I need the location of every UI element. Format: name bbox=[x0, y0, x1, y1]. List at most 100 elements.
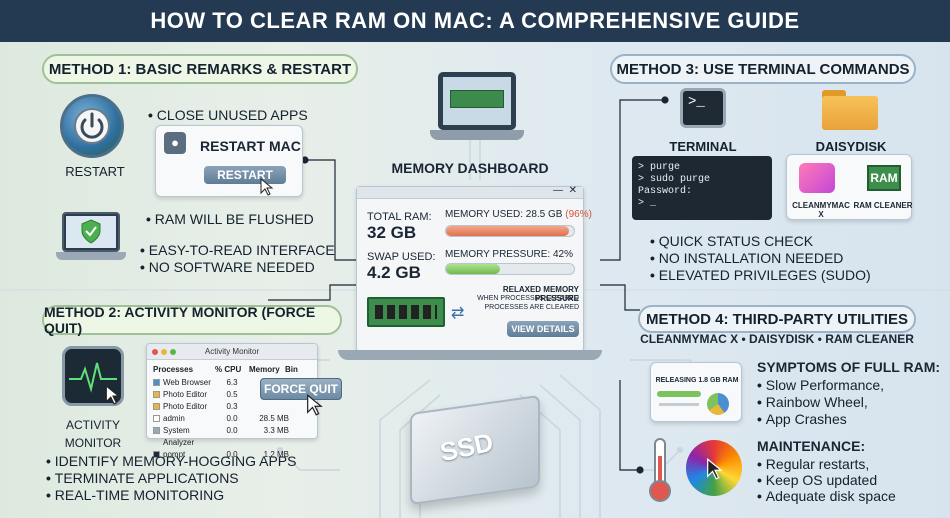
process-cpu: 6.3 bbox=[226, 378, 238, 387]
m2-bullet-1: Identify memory-hogging apps bbox=[46, 452, 326, 470]
apple-icon: ● bbox=[164, 132, 186, 154]
m3-bullet-1: Quick status check bbox=[650, 232, 910, 250]
utilities-card: RAM CleanMyMac X RAM Cleaner bbox=[786, 154, 913, 220]
cleanmymac-label: CleanMyMac X bbox=[792, 201, 850, 219]
close-icon[interactable]: ✕ bbox=[568, 185, 577, 196]
terminal-line: > _ bbox=[638, 198, 657, 209]
terminal-label: Terminal bbox=[669, 139, 737, 154]
restart-globe-icon[interactable] bbox=[60, 94, 124, 158]
m3-bullet-3: Elevated privileges (sudo) bbox=[650, 266, 930, 284]
process-cpu: 0.0 bbox=[226, 426, 238, 435]
method1-heading: Method 1: Basic Remarks & Restart bbox=[42, 54, 358, 84]
terminal-icon[interactable]: >_ bbox=[680, 88, 726, 128]
activity-monitor-label: Activity Monitor bbox=[64, 418, 122, 450]
pressure-label: Memory Pressure: bbox=[445, 249, 551, 260]
app-icon bbox=[153, 391, 160, 398]
cursor-icon bbox=[260, 178, 274, 196]
mem-used-label: Memory Used: 28.5 GB (96%) bbox=[445, 209, 592, 220]
relaxed-line1: When processes cleared bbox=[477, 295, 579, 302]
restart-mac-card: ● Restart Mac Restart bbox=[155, 125, 303, 197]
terminal-window[interactable]: > purge > sudo purge Password: > _ bbox=[632, 156, 772, 220]
app-icon bbox=[153, 415, 160, 422]
method4-heading: Method 4: Third-Party Utilities bbox=[638, 305, 916, 333]
ram-stick-icon bbox=[367, 297, 445, 327]
maintenance-item: Regular restarts, bbox=[757, 455, 869, 473]
process-name: System Analyzer bbox=[163, 426, 195, 447]
dashboard-laptop: Memory Dashboard — ✕ Total RAM: 32 GB Sw… bbox=[338, 160, 602, 360]
daisydisk-label: DaisyDisk bbox=[815, 139, 887, 154]
force-quit-button[interactable]: Force Quit bbox=[260, 378, 342, 400]
symptoms-heading: Symptoms of Full RAM: bbox=[757, 359, 941, 375]
zoom-dot-icon[interactable] bbox=[170, 349, 176, 355]
pressure-pct: 42% bbox=[553, 249, 574, 260]
activity-monitor-icon[interactable] bbox=[62, 346, 124, 406]
terminal-line: Password: bbox=[638, 186, 693, 197]
restart-button[interactable]: Restart bbox=[204, 166, 286, 184]
am-header-row: Processes % CPU Memory Bin bbox=[153, 364, 315, 376]
memory-pressure-bar bbox=[445, 263, 575, 275]
pie-chart-icon bbox=[707, 393, 729, 415]
method4-subtitle: CleanMyMac X • DaisyDisk • RAM Cleaner bbox=[640, 332, 914, 346]
m2-bullet-2: Terminate applications bbox=[46, 469, 326, 487]
swap-value: 4.2 GB bbox=[367, 263, 421, 282]
terminal-line: > sudo purge bbox=[638, 174, 711, 185]
page-title: HOW TO CLEAR RAM ON MAC: A COMPREHENSIVE… bbox=[0, 0, 950, 42]
symptom-item: Rainbow Wheel, bbox=[757, 393, 868, 411]
folder-icon[interactable] bbox=[822, 90, 878, 130]
method2-heading: Method 2: Activity Monitor (Force Quit) bbox=[42, 304, 342, 336]
laptop-ram-icon bbox=[430, 72, 524, 154]
process-cpu: 0.3 bbox=[226, 402, 238, 411]
process-memory bbox=[249, 401, 289, 413]
ram-cleaner-label: RAM Cleaner bbox=[853, 201, 913, 210]
view-details-button[interactable]: View Details bbox=[507, 321, 579, 337]
method3-heading: Method 3: Use Terminal Commands bbox=[610, 54, 916, 84]
total-ram-label: Total RAM: bbox=[367, 211, 432, 223]
process-row[interactable]: Photo Editor 0.3 bbox=[153, 401, 315, 413]
m1-bullet-1: Close Unused Apps bbox=[148, 106, 348, 124]
process-name: admin bbox=[163, 414, 185, 423]
ssd-chip: SSD bbox=[390, 394, 560, 508]
app-icon bbox=[153, 403, 160, 410]
dashboard-window: — ✕ Total RAM: 32 GB Swap Used: 4.2 GB M… bbox=[356, 185, 592, 352]
releasing-label: RELEASING 1.8 GB RAM bbox=[655, 377, 739, 384]
restart-label: Restart bbox=[65, 164, 125, 179]
process-name: Photo Editor bbox=[163, 390, 208, 399]
process-cpu: 0.0 bbox=[226, 414, 238, 423]
minimize-dot-icon[interactable] bbox=[161, 349, 167, 355]
am-title: Activity Monitor bbox=[204, 347, 260, 356]
col-memory[interactable]: Memory bbox=[249, 365, 280, 374]
process-name: Photo Editor bbox=[163, 402, 208, 411]
process-row[interactable]: Web Browser 6.3 bbox=[153, 377, 315, 389]
cleanmymac-icon[interactable] bbox=[799, 163, 835, 193]
m1-bullet-3: Easy-to-read interface bbox=[140, 241, 360, 259]
rainbow-wheel-icon bbox=[686, 440, 742, 496]
dashboard-title: Memory Dashboard bbox=[391, 160, 549, 176]
swap-arrows-icon: ⇄ bbox=[451, 305, 465, 322]
minimize-icon[interactable]: — bbox=[553, 185, 563, 196]
maintenance-heading: Maintenance: bbox=[757, 438, 866, 454]
releasing-card: RELEASING 1.8 GB RAM bbox=[650, 362, 742, 422]
laptop-shield-icon bbox=[56, 212, 126, 270]
col-cpu[interactable]: % CPU bbox=[215, 365, 242, 374]
thermometer-icon bbox=[648, 438, 672, 502]
m1-bullet-4: No software needed bbox=[140, 258, 360, 276]
total-ram-value: 32 GB bbox=[367, 223, 417, 242]
memory-used-bar bbox=[445, 225, 575, 237]
ram-cleaner-icon[interactable]: RAM bbox=[867, 165, 901, 191]
maintenance-item: Keep OS updated bbox=[757, 471, 877, 489]
col-processes[interactable]: Processes bbox=[153, 365, 194, 374]
relaxed-line2: processes are cleared bbox=[484, 304, 579, 311]
swap-label: Swap Used: bbox=[367, 251, 436, 263]
symptom-item: Slow Performance, bbox=[757, 376, 884, 394]
am-titlebar: Activity Monitor bbox=[147, 344, 317, 360]
m2-bullet-3: Real-time monitoring bbox=[46, 486, 326, 504]
relaxed-title: Relaxed Memory Pressure bbox=[502, 285, 579, 303]
close-dot-icon[interactable] bbox=[152, 349, 158, 355]
process-name: Web Browser bbox=[163, 378, 211, 387]
m3-bullet-2: No installation needed bbox=[650, 249, 910, 267]
col-bin[interactable]: Bin bbox=[285, 365, 298, 374]
app-icon bbox=[153, 427, 160, 434]
